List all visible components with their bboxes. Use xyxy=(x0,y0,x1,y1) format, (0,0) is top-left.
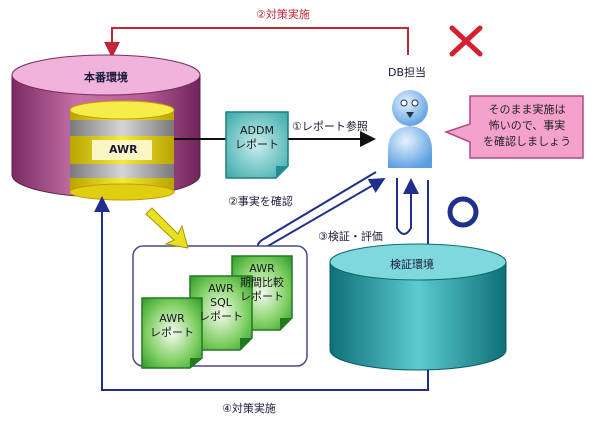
awr-sql-label: AWR SQL レポート xyxy=(190,282,252,324)
countermeasure-apply-arrow xyxy=(94,196,429,391)
awr-stack xyxy=(69,100,175,201)
addm-report-label: ADDM レポート xyxy=(226,124,288,152)
bad-countermeasure-arrow xyxy=(104,27,409,58)
test-db-cylinder xyxy=(329,243,507,371)
awr-report-line1: AWR xyxy=(159,312,185,325)
bad-mark-x xyxy=(449,25,483,57)
awr-sql-line2: SQL xyxy=(210,296,232,309)
awr-compare-line1: AWR xyxy=(249,262,275,275)
awr-report-label: AWR レポート xyxy=(142,312,202,340)
awr-sql-line1: AWR xyxy=(208,282,234,295)
good-mark-o xyxy=(447,196,479,228)
awr-report-doc xyxy=(141,297,203,369)
report-reference-label: ①レポート参照 xyxy=(292,120,368,133)
production-db-label: 本番環境 xyxy=(84,71,128,84)
db-admin-label: DB担当 xyxy=(388,66,427,79)
db-admin-person-icon xyxy=(388,90,432,168)
speech-bubble-text: そのまま実施は 怖いので、事実 を確認しましょう xyxy=(472,102,582,150)
awr-label: AWR xyxy=(109,143,138,156)
bad-countermeasure-label: ②対策実施 xyxy=(256,8,310,21)
awr-report-line2: レポート xyxy=(150,326,194,339)
test-db-label: 検証環境 xyxy=(390,258,434,271)
confirm-facts-label: ②事実を確認 xyxy=(228,195,293,208)
yellow-pointer-arrow xyxy=(145,207,189,249)
speech-line-3: を確認しましょう xyxy=(483,135,571,148)
awr-sql-line3: レポート xyxy=(199,310,243,323)
addm-report-doc xyxy=(225,111,289,179)
countermeasure-apply-label: ④対策実施 xyxy=(222,402,276,415)
speech-line-1: そのまま実施は xyxy=(488,103,566,116)
addm-report-line2: レポート xyxy=(235,138,279,151)
speech-line-2: 怖いので、事実 xyxy=(488,119,566,132)
addm-report-line1: ADDM xyxy=(240,124,274,137)
awr-compare-line2: 期間比較 xyxy=(240,276,284,289)
verify-evaluate-arrow xyxy=(396,178,429,250)
awr-compare-line3: レポート xyxy=(240,290,284,303)
awr-period-compare-label: AWR 期間比較 レポート xyxy=(232,262,292,304)
speech-bubble xyxy=(443,95,584,159)
verify-evaluate-label: ③検証・評価 xyxy=(318,230,383,243)
